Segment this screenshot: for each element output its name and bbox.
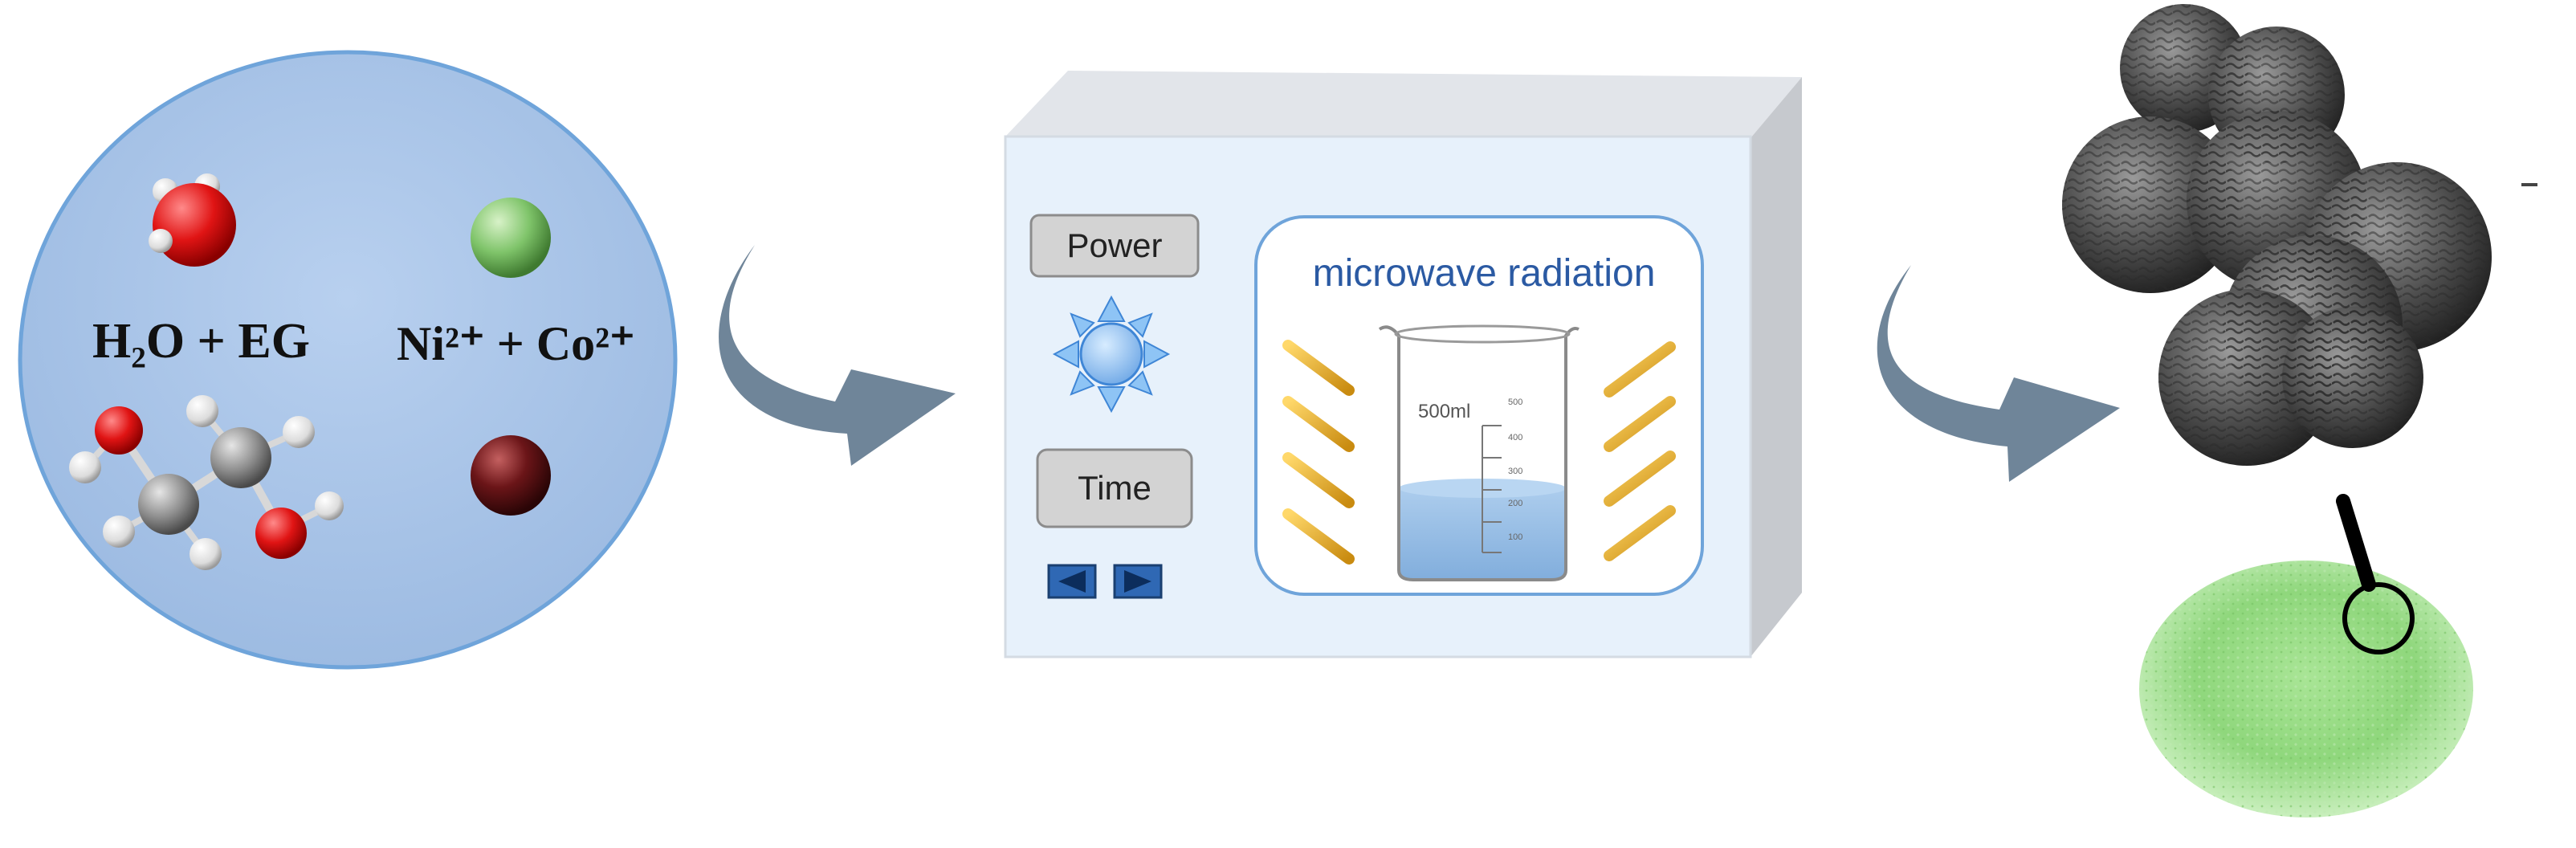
time-button-label: Time (1078, 469, 1151, 507)
beaker-tick-400: 400 (1508, 433, 1522, 442)
microwave-reactor: Power Time (1004, 71, 1802, 658)
process-arrow-2-icon (1877, 265, 2120, 482)
product-illustration (2062, 4, 2537, 817)
chamber-title: microwave radiation (1313, 252, 1656, 295)
precursor-solution: H₂O + EG Ni²⁺ + Co²⁺ (18, 50, 678, 670)
time-decrease-button[interactable] (1047, 564, 1097, 599)
sem-microsphere-image-icon (2062, 4, 2537, 466)
power-button-label: Power (1066, 226, 1162, 264)
ion-label: Ni²⁺ + Co²⁺ (397, 317, 635, 370)
beaker-icon: 500ml 500 400 300 200 100 (1378, 324, 1579, 581)
ethylene-glycol-molecule-icon (69, 395, 344, 570)
radiation-rods-left-icon (1282, 340, 1355, 565)
nickel-ion-sphere-icon (471, 198, 551, 278)
reactor-side-face (1751, 77, 1802, 657)
time-button[interactable]: Time (1036, 448, 1193, 528)
microwave-chamber: microwave radiation 500ml (1254, 215, 1704, 596)
beaker-tick-300: 300 (1508, 467, 1522, 476)
time-increase-button[interactable] (1113, 564, 1163, 599)
green-powder-icon (2139, 561, 2473, 817)
water-molecule-icon (149, 173, 236, 267)
beaker-tick-200: 200 (1508, 499, 1522, 508)
beaker-tick-500: 500 (1508, 398, 1522, 407)
process-arrow-1-icon (719, 245, 956, 466)
cobalt-ion-sphere-icon (471, 435, 551, 516)
beaker-tick-100: 100 (1508, 532, 1522, 542)
radiation-rods-right-icon (1604, 341, 1676, 561)
sun-indicator-icon (1052, 295, 1171, 414)
beaker-volume-label: 500ml (1418, 401, 1470, 422)
power-button[interactable]: Power (1029, 214, 1200, 278)
magnifier-icon (2336, 494, 2415, 654)
reactor-top-face (1005, 71, 1802, 138)
solvent-label: H₂O + EG (92, 314, 310, 369)
